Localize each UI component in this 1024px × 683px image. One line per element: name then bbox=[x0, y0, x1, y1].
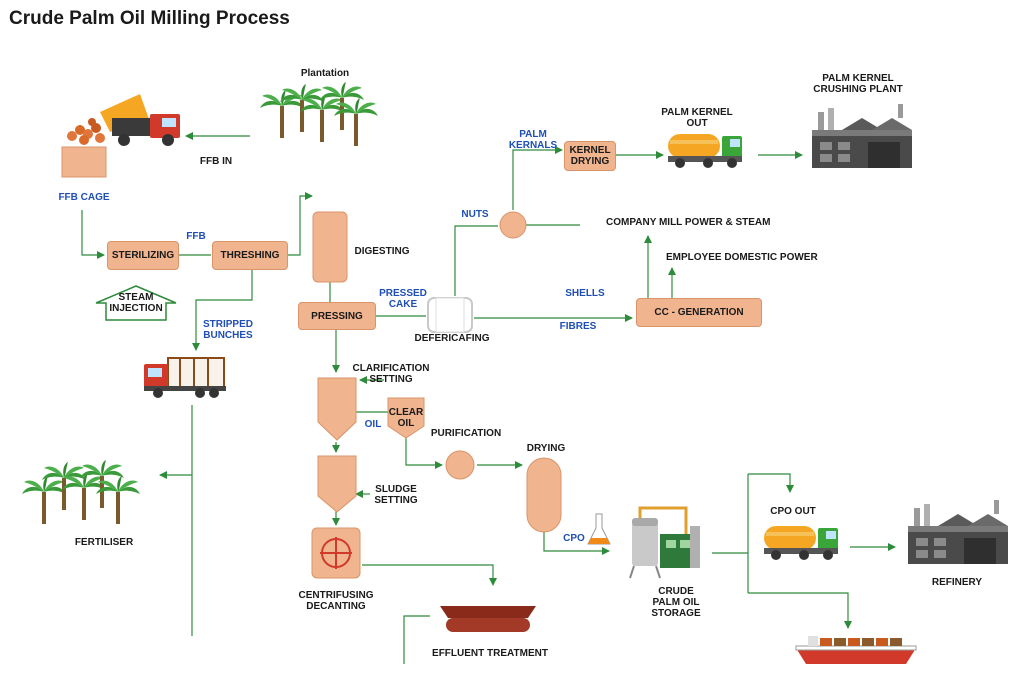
arrow-threshing-to-stripped bbox=[192, 268, 253, 351]
cpo-tanker-truck-icon bbox=[764, 526, 838, 560]
fruit-bunch-icon bbox=[67, 118, 105, 145]
arrow-threshing-to-digesting bbox=[287, 192, 313, 256]
cc-generation-box: CC - GENERATION bbox=[636, 298, 762, 327]
lorry-icon bbox=[144, 357, 226, 398]
nuts-separator-icon bbox=[499, 211, 527, 239]
ffb-in-label: FFB IN bbox=[199, 156, 233, 167]
kernel-drying-box: KERNEL DRYING bbox=[564, 141, 616, 171]
arrow-split-to-cpo-out bbox=[748, 473, 794, 493]
fertiliser-palm-trees-icon bbox=[22, 460, 140, 524]
shells-label: SHELLS bbox=[565, 288, 605, 299]
fibres-label: FIBRES bbox=[559, 321, 597, 332]
ffb-label: FFB bbox=[186, 231, 206, 242]
sludge-funnel-icon bbox=[317, 455, 357, 513]
threshing-box: THRESHING bbox=[212, 241, 288, 270]
fertiliser-label: FERTILISER bbox=[74, 537, 134, 548]
storage-tank-icon bbox=[629, 506, 700, 579]
ffb-cage-icon bbox=[61, 146, 107, 178]
arrow-split-to-ship bbox=[748, 592, 852, 629]
plantation-label: Plantation bbox=[300, 68, 350, 79]
effluent-treatment-label: EFFLUENT TREATMENT bbox=[432, 648, 548, 659]
centrifusing-decanting-label: CENTRIFUSING DECANTING bbox=[298, 590, 374, 612]
digesting-tank-icon bbox=[312, 211, 348, 283]
plantation-palm-trees-icon bbox=[260, 82, 378, 146]
purification-icon bbox=[445, 450, 475, 480]
arrow-drying-to-storage bbox=[543, 530, 610, 555]
cpo-out-label: CPO OUT bbox=[770, 506, 816, 517]
decanter-icon bbox=[311, 527, 361, 579]
refinery-label: REFINERY bbox=[931, 577, 983, 588]
steam-injection-arrow-icon bbox=[95, 285, 177, 321]
purification-label: PURIFICATION bbox=[430, 428, 502, 439]
effluent-tray-icon bbox=[440, 606, 536, 632]
oil-label: OIL bbox=[364, 419, 382, 430]
palm-kernals-label: PALM KERNALS bbox=[508, 129, 558, 151]
sludge-setting-label: SLUDGE SETTING bbox=[374, 484, 418, 506]
crushing-plant-factory-icon bbox=[812, 104, 912, 168]
arrow-nuts-to-kernels bbox=[512, 146, 563, 210]
clarification-setting-label: CLARIFICATION SETTING bbox=[352, 363, 430, 385]
sterilizing-box: STERILIZING bbox=[107, 241, 179, 270]
steam-injection-label: STEAM INJECTION bbox=[109, 292, 163, 314]
page-title: Crude Palm Oil Milling Process bbox=[9, 8, 290, 29]
pressed-cake-label: PRESSED CAKE bbox=[379, 288, 427, 310]
crude-palm-oil-storage-label: CRUDE PALM OIL STORAGE bbox=[651, 586, 701, 619]
line-defericafing-to-nuts bbox=[454, 225, 498, 296]
clear-oil-tank-icon bbox=[387, 397, 425, 439]
digesting-label: DIGESTING bbox=[354, 246, 410, 257]
cpo-label: CPO bbox=[563, 533, 585, 544]
drying-tank-icon bbox=[526, 457, 562, 533]
arrow-cage-to-sterilizing bbox=[81, 210, 105, 259]
ffb-cage-label: FFB CAGE bbox=[58, 192, 110, 203]
palm-kernel-out-label: PALM KERNEL OUT bbox=[661, 107, 733, 129]
dump-truck-icon bbox=[100, 94, 180, 146]
clarification-funnel-icon bbox=[317, 377, 357, 441]
crushing-plant-label: PALM KERNEL CRUSHING PLANT bbox=[813, 73, 903, 95]
company-mill-power-label: COMPANY MILL POWER & STEAM bbox=[606, 217, 771, 228]
stripped-bunches-label: STRIPPED BUNCHES bbox=[202, 319, 253, 341]
flask-icon bbox=[587, 513, 611, 545]
drying-label: DRYING bbox=[526, 443, 566, 454]
connector-lines bbox=[81, 132, 896, 664]
nuts-label: NUTS bbox=[461, 209, 489, 220]
defericafing-drum-icon bbox=[427, 297, 473, 333]
cargo-ship-icon bbox=[795, 636, 917, 664]
line-effluent-drain bbox=[403, 615, 430, 664]
refinery-factory-icon bbox=[908, 500, 1008, 564]
arrow-clear-oil-to-purification bbox=[405, 430, 443, 469]
clear-oil-label: CLEAR OIL bbox=[388, 407, 424, 429]
arrow-to-fertiliser bbox=[159, 405, 193, 479]
kernel-tanker-truck-icon bbox=[668, 134, 742, 168]
defericafing-label: DEFERICAFING bbox=[414, 333, 490, 344]
pressing-box: PRESSING bbox=[298, 302, 376, 330]
employee-domestic-power-label: EMPLOYEE DOMESTIC POWER bbox=[666, 252, 818, 263]
arrow-decanter-to-effluent bbox=[362, 564, 497, 586]
